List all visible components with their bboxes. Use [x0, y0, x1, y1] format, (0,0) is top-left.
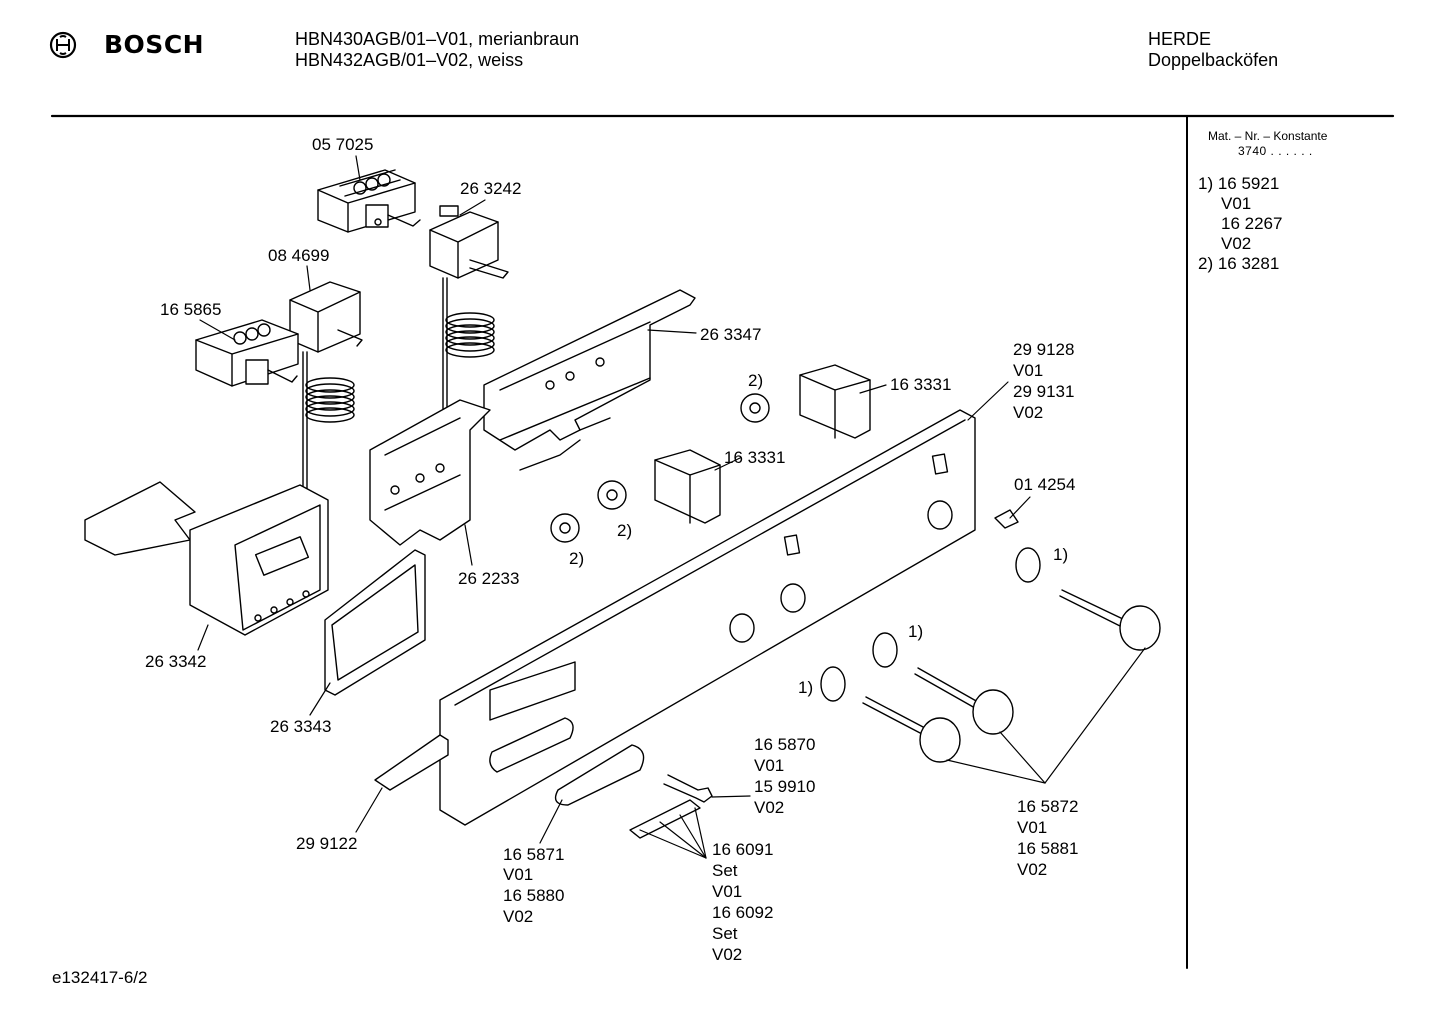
model-line-1: HBN430AGB/01–V01, merianbraun: [295, 29, 580, 49]
sidebar-line: 1) 16 5921: [1198, 174, 1280, 193]
part-label: V02: [754, 798, 785, 817]
note-label: 1): [1053, 545, 1069, 564]
mounting-rail: [374, 734, 449, 791]
sidebar-line: 16 2267: [1221, 214, 1283, 233]
thermostat-left: [289, 281, 363, 491]
part-label: 05 7025: [312, 135, 374, 154]
control-panel-fascia: [439, 409, 976, 826]
part-label: 29 9131: [1013, 382, 1075, 401]
part-label: 26 2233: [458, 569, 520, 588]
clip-014254: [994, 509, 1019, 529]
note-label: 1): [908, 622, 924, 641]
thermostat-top: [429, 205, 509, 421]
part-label: 16 5865: [160, 300, 222, 319]
part-label: 26 3342: [145, 652, 207, 671]
part-label: 16 6092: [712, 903, 774, 922]
mounting-bracket-right: [483, 289, 696, 471]
part-label: 16 3331: [890, 375, 952, 394]
sidebar-line: 2) 16 3281: [1198, 254, 1280, 273]
part-label: 26 3343: [270, 717, 332, 736]
sidebar-line: V01: [1221, 194, 1252, 213]
note-label: 2): [617, 521, 633, 540]
part-label: 15 9910: [754, 777, 816, 796]
part-label: Set: [712, 924, 738, 943]
part-label: V02: [1013, 403, 1044, 422]
part-label: 16 5872: [1017, 797, 1079, 816]
switch-module-upper: [799, 364, 871, 439]
electronic-timer: [189, 484, 329, 636]
control-knob-c: [862, 696, 961, 763]
rotary-clip-c: [550, 513, 580, 543]
control-knob-b: [914, 667, 1014, 735]
part-label: V01: [712, 882, 743, 901]
part-label: V01: [503, 865, 534, 884]
selector-switch-top: [317, 169, 421, 233]
bezel-ring-b: [872, 632, 898, 668]
part-label: V01: [1013, 361, 1044, 380]
switch-module-lower: [654, 449, 721, 524]
category-line-1: HERDE: [1148, 29, 1212, 49]
selector-switch-left: [195, 319, 299, 387]
note-label: 1): [798, 678, 814, 697]
rotary-clip-b: [597, 480, 627, 510]
part-label: Set: [712, 861, 738, 880]
document-code: e132417-6/2: [52, 968, 148, 987]
capillary-coil-upper: [445, 312, 495, 358]
part-label: V02: [712, 945, 743, 964]
sidebar-heading: Mat. – Nr. – Konstante: [1208, 129, 1328, 143]
part-label: 16 5881: [1017, 839, 1079, 858]
display-frame: [324, 549, 426, 696]
part-label: 16 3331: [724, 448, 786, 467]
part-label: 16 5870: [754, 735, 816, 754]
slider-set: [629, 799, 701, 839]
bezel-ring-a: [1015, 547, 1041, 583]
part-label: 26 3242: [460, 179, 522, 198]
brand-name: BOSCH: [104, 30, 205, 59]
part-label: 29 9122: [296, 834, 358, 853]
slider-spindle: [663, 774, 713, 803]
model-line-2: HBN432AGB/01–V02, weiss: [295, 50, 524, 70]
part-label: 16 6091: [712, 840, 774, 859]
mounting-bracket-left: [369, 399, 491, 546]
rotary-clip-a: [740, 393, 770, 423]
part-label: 26 3347: [700, 325, 762, 344]
part-label: V02: [1017, 860, 1048, 879]
bezel-ring-c: [820, 666, 846, 702]
capillary-coil-lower: [305, 377, 355, 423]
part-label: V01: [1017, 818, 1048, 837]
part-label: 29 9128: [1013, 340, 1075, 359]
part-label: V01: [754, 756, 785, 775]
sidebar-line: V02: [1221, 234, 1252, 253]
part-label: 08 4699: [268, 246, 330, 265]
note-label: 2): [748, 371, 764, 390]
part-label: V02: [503, 907, 534, 926]
note-label: 2): [569, 549, 585, 568]
sheet-cutout: [84, 481, 196, 556]
control-knob-a: [1059, 589, 1161, 651]
part-label: 01 4254: [1014, 475, 1076, 494]
slider-knob: [554, 744, 645, 806]
bosch-logo-icon: [48, 30, 78, 60]
part-label: 16 5871: [503, 845, 565, 864]
sidebar-constant: 3740 . . . . . .: [1238, 144, 1313, 158]
category-line-2: Doppelbacköfen: [1148, 50, 1279, 70]
part-label: 16 5880: [503, 886, 565, 905]
